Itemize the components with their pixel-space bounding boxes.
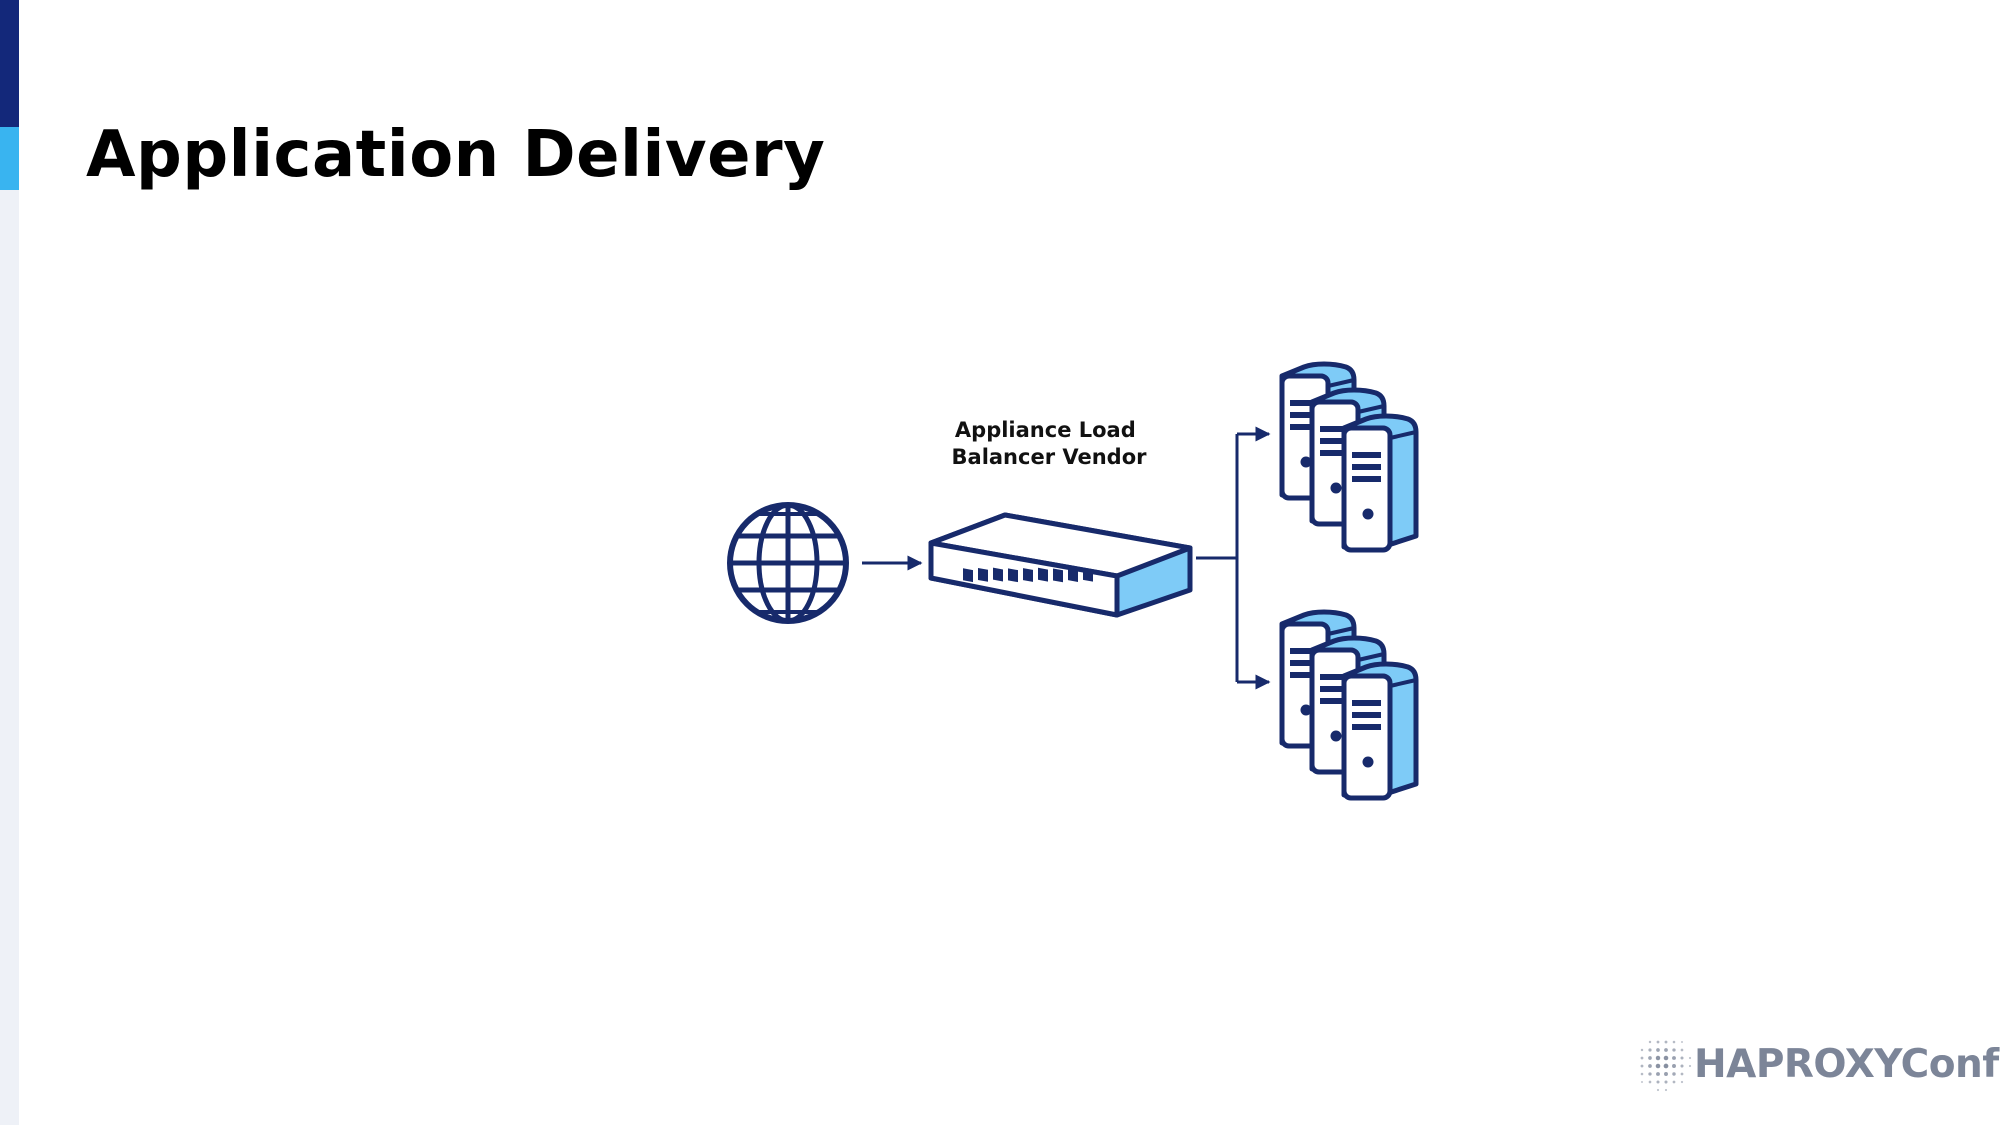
logo-dot	[1648, 1080, 1652, 1084]
logo-dot	[1664, 1072, 1668, 1076]
logo-dot	[1648, 1040, 1652, 1044]
logo-dot	[1656, 1072, 1660, 1076]
accent-bar-dark	[0, 0, 19, 127]
haproxy-dot-grid-icon	[1640, 1040, 1692, 1092]
logo-dot	[1680, 1064, 1684, 1068]
logo-dot	[1640, 1080, 1644, 1084]
logo-dot	[1663, 1063, 1669, 1069]
logo-dot	[1672, 1056, 1676, 1060]
logo-dot	[1672, 1048, 1676, 1052]
logo-dot	[1672, 1040, 1676, 1044]
logo-dot	[1680, 1040, 1684, 1044]
logo-dot	[1656, 1088, 1660, 1092]
logo-dot	[1680, 1048, 1684, 1052]
logo-dot	[1672, 1064, 1676, 1068]
logo-dot	[1648, 1064, 1652, 1068]
server-stack-icon	[1282, 612, 1416, 798]
server-stack-icon	[1282, 364, 1416, 550]
left-rail	[0, 0, 19, 1125]
logo-dot	[1640, 1056, 1644, 1060]
accent-bar-light	[0, 127, 19, 190]
logo-dot	[1655, 1055, 1661, 1061]
logo-dot	[1664, 1040, 1668, 1044]
logo-dot	[1656, 1048, 1660, 1052]
logo-dot	[1663, 1055, 1669, 1061]
logo-dot	[1648, 1056, 1652, 1060]
logo-dot	[1640, 1048, 1644, 1052]
logo-dot	[1648, 1048, 1652, 1052]
globe-icon	[727, 502, 849, 624]
logo-dot	[1640, 1064, 1644, 1068]
logo-dot	[1672, 1072, 1676, 1076]
logo-dot	[1664, 1088, 1668, 1092]
logo-dot	[1680, 1072, 1684, 1076]
logo-dot	[1688, 1064, 1692, 1068]
logo-dot	[1648, 1072, 1652, 1076]
logo-dot	[1655, 1063, 1661, 1069]
logo-dot	[1680, 1080, 1684, 1084]
load-balancer-label: Appliance Load Balancer Vendor	[952, 418, 1148, 469]
logo-dot	[1664, 1048, 1668, 1052]
network-appliance-icon	[928, 512, 1193, 618]
load-balancer-label-line-1: Appliance Load	[955, 418, 1136, 442]
logo-dot	[1656, 1080, 1660, 1084]
logo-dot	[1680, 1056, 1684, 1060]
haproxy-conf-logo-text: HAPROXYConf	[1694, 1042, 2000, 1087]
edge-load-balancer-branch	[1196, 434, 1239, 682]
logo-dot	[1672, 1080, 1676, 1084]
logo-dot	[1664, 1080, 1668, 1084]
logo-dot	[1640, 1072, 1644, 1076]
load-balancer-label-line-2: Balancer Vendor	[952, 445, 1148, 469]
logo-dot	[1688, 1056, 1692, 1060]
logo-dot	[1656, 1040, 1660, 1044]
slide-title: Application Delivery	[86, 118, 826, 192]
